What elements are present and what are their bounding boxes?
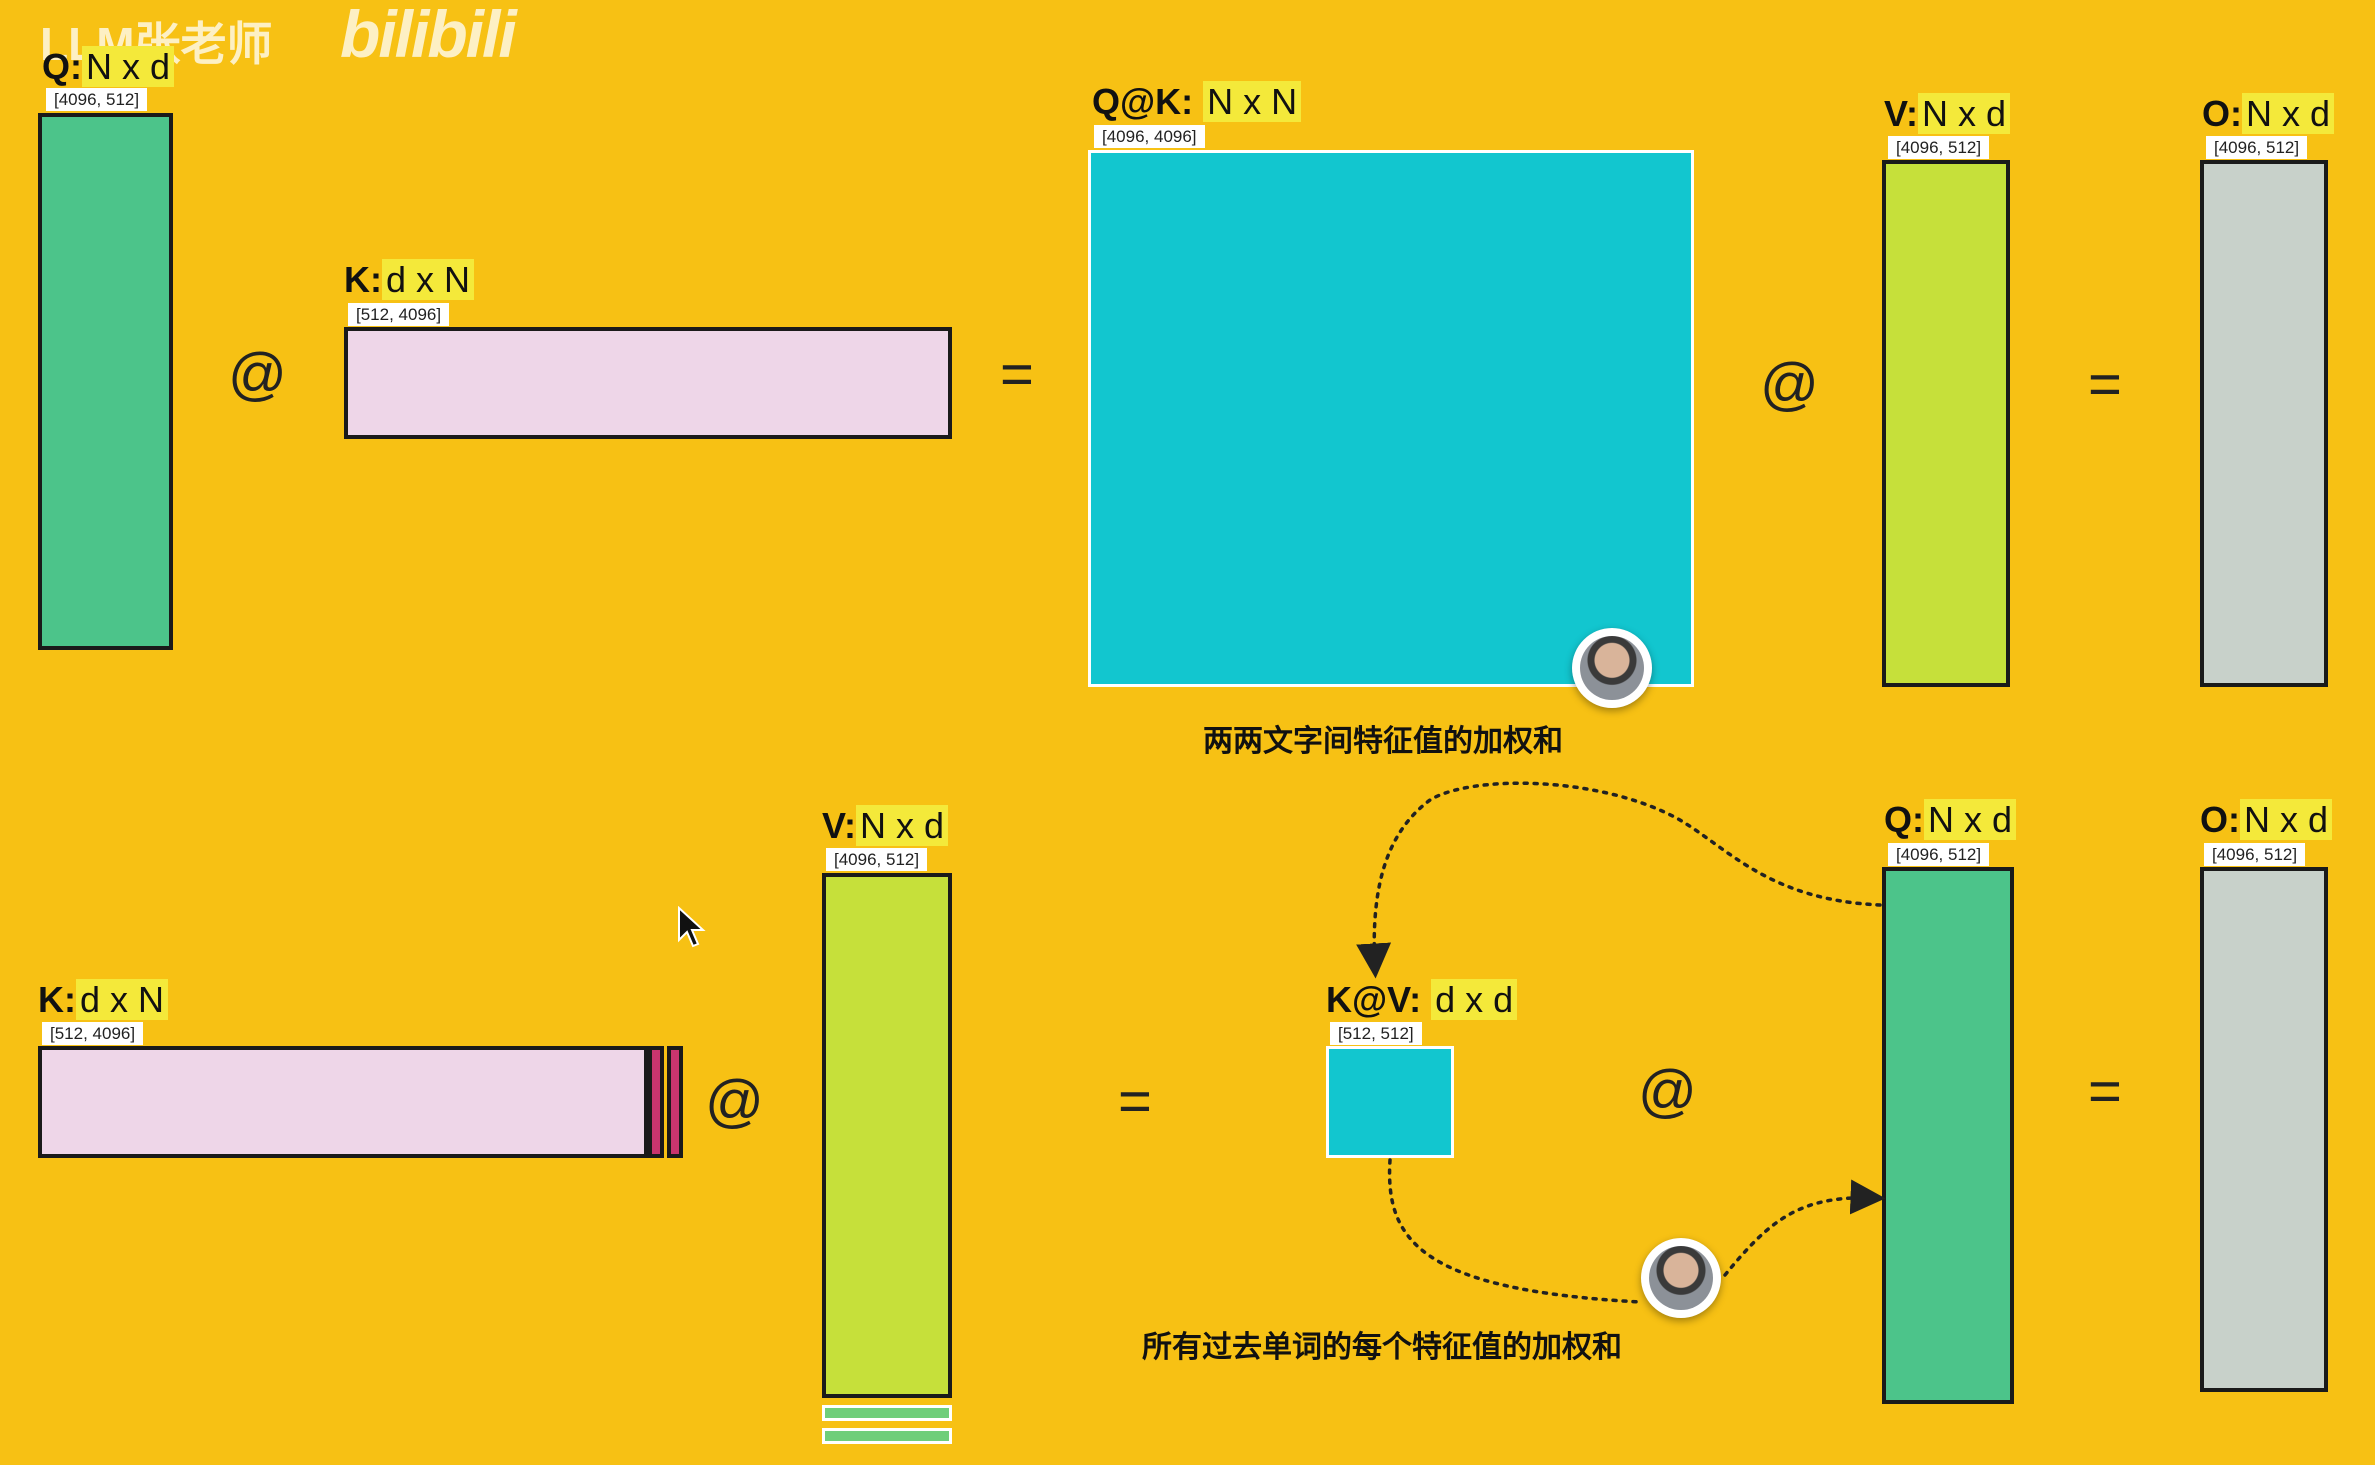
top-v-matrix — [1882, 160, 2010, 687]
top-qk-shape: [4096, 4096] — [1094, 125, 1205, 148]
bottom-kv-name: K@V: — [1326, 979, 1422, 1020]
top-k-name: K: — [344, 259, 382, 300]
top-v-name: V: — [1884, 93, 1919, 134]
top-o-name: O: — [2202, 93, 2242, 134]
bottom-kv-shape: [512, 512] — [1330, 1022, 1422, 1045]
bottom-v-new-token-row — [822, 1428, 952, 1444]
bottom-q-name: Q: — [1884, 799, 1924, 840]
bottom-v-matrix — [822, 873, 952, 1398]
top-o-label: O:N x d — [2202, 92, 2335, 136]
bottom-q-dims: N x d — [1924, 799, 2017, 840]
bottom-kv-label: K@V: d x d — [1326, 978, 1518, 1022]
top-k-label: K:d x N — [344, 258, 475, 302]
bottom-q-shape: [4096, 512] — [1888, 843, 1990, 866]
bottom-matmul-op-1: @ — [705, 1069, 764, 1134]
bottom-o-matrix — [2200, 867, 2328, 1392]
bottom-q-label: Q:N x d — [1884, 798, 2017, 842]
top-v-dims: N x d — [1918, 93, 2011, 134]
bottom-o-name: O: — [2200, 799, 2240, 840]
bottom-v-label: V:N x d — [822, 804, 949, 848]
top-o-dims: N x d — [2242, 93, 2335, 134]
top-qk-dims: N x N — [1203, 81, 1302, 122]
top-v-label: V:N x d — [1884, 92, 2011, 136]
bottom-kv-dims: d x d — [1431, 979, 1518, 1020]
bottom-v-new-token-row — [822, 1405, 952, 1421]
bottom-o-shape: [4096, 512] — [2204, 843, 2306, 866]
bottom-kv-matrix — [1326, 1046, 1454, 1158]
top-q-matrix — [38, 113, 173, 650]
bottom-k-label: K:d x N — [38, 978, 169, 1022]
bottom-matmul-op-2: @ — [1638, 1059, 1697, 1124]
top-q-dims: N x d — [82, 46, 175, 87]
top-v-shape: [4096, 512] — [1888, 136, 1990, 159]
bottom-k-new-token-column — [648, 1046, 664, 1158]
arrow-q-to-kv — [1356, 781, 1882, 979]
top-k-matrix — [344, 327, 952, 439]
top-equals-op-2: = — [2088, 352, 2122, 417]
top-caption: 两两文字间特征值的加权和 — [1203, 725, 1563, 758]
arrow-kv-to-avatar — [1387, 1158, 1642, 1304]
bottom-v-dims: N x d — [856, 805, 949, 846]
bottom-equals-op-2: = — [2088, 1059, 2122, 1124]
presenter-avatar-icon — [1572, 628, 1652, 708]
bottom-o-dims: N x d — [2240, 799, 2333, 840]
bottom-k-dims: d x N — [76, 979, 169, 1020]
top-equals-op-1: = — [1000, 342, 1034, 407]
top-k-shape: [512, 4096] — [348, 303, 450, 326]
top-q-label: Q:N x d — [42, 45, 175, 89]
top-qk-label: Q@K: N x N — [1092, 80, 1302, 124]
bottom-k-shape: [512, 4096] — [42, 1022, 144, 1045]
watermark-logo: bilibili — [340, 0, 517, 71]
top-q-name: Q: — [42, 46, 82, 87]
arrow-avatar-to-q — [1723, 1179, 1886, 1277]
bottom-v-name: V: — [822, 805, 857, 846]
top-o-shape: [4096, 512] — [2206, 136, 2308, 159]
top-qk-name: Q@K: — [1092, 81, 1194, 122]
top-matmul-op-1: @ — [228, 342, 287, 407]
bottom-k-name: K: — [38, 979, 76, 1020]
bottom-k-new-token-column — [667, 1046, 683, 1158]
bottom-equals-op-1: = — [1118, 1069, 1152, 1134]
top-matmul-op-2: @ — [1760, 352, 1819, 417]
bottom-o-label: O:N x d — [2200, 798, 2333, 842]
bottom-q-matrix — [1882, 867, 2014, 1404]
bottom-v-shape: [4096, 512] — [826, 848, 928, 871]
bottom-caption: 所有过去单词的每个特征值的加权和 — [1142, 1331, 1622, 1364]
top-k-dims: d x N — [382, 259, 475, 300]
top-q-shape: [4096, 512] — [46, 88, 148, 111]
presenter-avatar-icon — [1641, 1238, 1721, 1318]
bottom-k-matrix — [38, 1046, 648, 1158]
top-qk-matrix — [1088, 150, 1694, 687]
mouse-cursor-icon — [678, 906, 706, 948]
top-o-matrix — [2200, 160, 2328, 687]
